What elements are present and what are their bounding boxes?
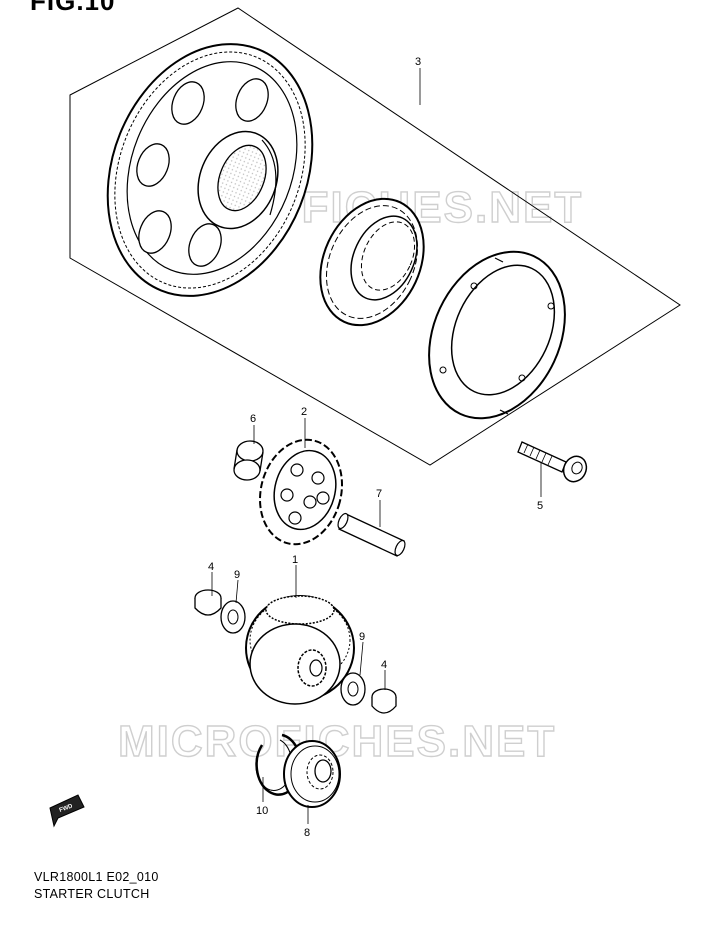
callout-part-3: 3 — [415, 56, 421, 68]
starter-clutch-assembly — [245, 595, 355, 705]
idle-gear-shaft — [337, 512, 406, 557]
forward-label: FWD — [59, 803, 75, 814]
callout-part-8: 8 — [304, 827, 310, 839]
starter-clutch-bolt — [517, 441, 588, 483]
model-code: VLR1800L1 E02_010 — [34, 870, 159, 884]
forward-arrow-icon: FWD — [49, 794, 85, 828]
idle-gear-bushing — [233, 440, 264, 481]
callout-part-1: 1 — [292, 554, 298, 566]
assembly-outline — [69, 7, 681, 466]
callout-part-10: 10 — [256, 805, 268, 817]
callout-part-6: 6 — [250, 413, 256, 425]
section-name: STARTER CLUTCH — [34, 887, 150, 901]
callout-part-5: 5 — [537, 500, 543, 512]
figure-title: FIG.10 — [30, 0, 116, 16]
one-way-clutch — [319, 197, 425, 327]
callout-part-4-right: 4 — [381, 659, 387, 671]
thrust-washer-right — [340, 672, 366, 706]
leader-lines — [211, 68, 542, 824]
starter-driven-gear — [106, 43, 314, 297]
starter-idle-gear — [259, 438, 343, 546]
callout-part-9-right: 9 — [359, 631, 365, 643]
callout-part-4-left: 4 — [208, 561, 214, 573]
clutch-housing-ring — [428, 250, 566, 420]
bushing-left — [194, 589, 222, 616]
callout-part-2: 2 — [301, 406, 307, 418]
callout-part-7: 7 — [376, 488, 382, 500]
thrust-washer-left — [220, 600, 246, 634]
clutch-bearing — [283, 740, 341, 808]
bushing-right — [371, 688, 397, 714]
callout-part-9-left: 9 — [234, 569, 240, 581]
